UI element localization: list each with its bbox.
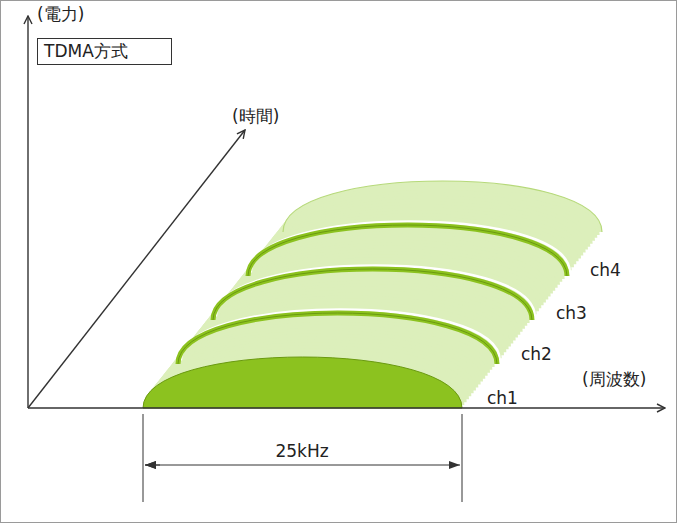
channel-slab <box>143 181 602 408</box>
axis-label: (電力) <box>37 4 84 24</box>
dimension-extension <box>143 414 144 502</box>
slot-gap <box>216 265 535 316</box>
dimension-arrow <box>300 465 460 466</box>
slot-boundary-edge <box>178 313 497 364</box>
front-slot-face <box>143 357 462 408</box>
axis-label: (周波数) <box>582 369 646 389</box>
dimension-extension <box>462 414 463 502</box>
channel-label: ch1 <box>487 388 518 408</box>
slot-gap <box>251 221 570 272</box>
axis-label: (時間) <box>232 106 279 126</box>
channel-label: ch2 <box>521 344 552 364</box>
method-box: TDMA方式 <box>37 38 172 65</box>
method-title: TDMA方式 <box>38 39 134 63</box>
dimension-label: 25kHz <box>272 441 331 461</box>
slot-gap <box>181 309 500 360</box>
dimension-arrow <box>145 465 300 466</box>
channel-label: ch4 <box>590 260 621 280</box>
frequency-axis <box>28 407 665 408</box>
slab-body <box>143 357 462 408</box>
channel-label: ch3 <box>556 303 587 323</box>
power-axis <box>27 16 28 408</box>
time-axis <box>28 130 245 408</box>
slot-boundary <box>178 313 497 364</box>
